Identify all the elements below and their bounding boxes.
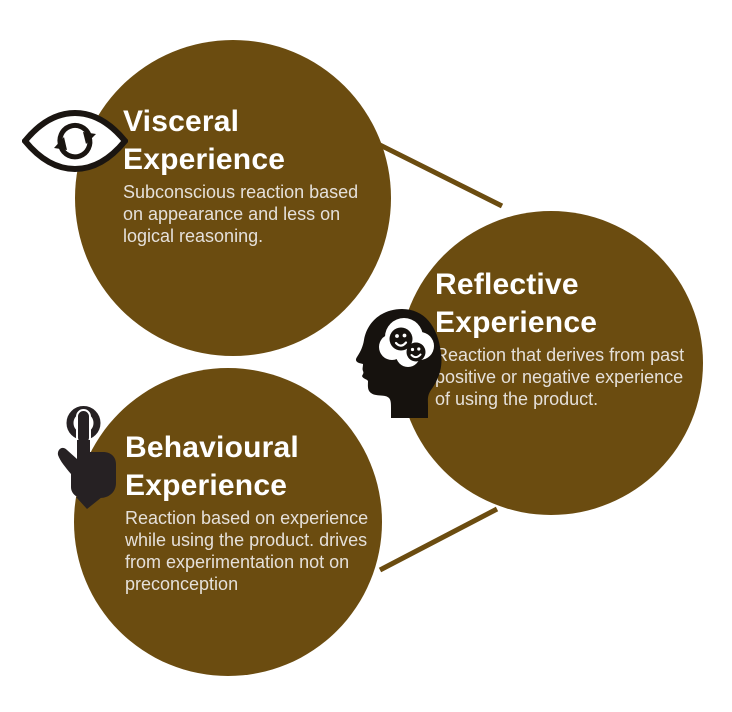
reflective-title: Reflective Experience	[435, 268, 598, 339]
visceral-circle: Visceral Experience Subconscious reactio…	[75, 40, 391, 356]
visceral-text-block: Visceral Experience Subconscious reactio…	[123, 103, 358, 247]
behavioural-title: Behavioural Experience	[125, 431, 299, 502]
head-emotions-icon	[355, 309, 442, 418]
eye-refresh-icon	[22, 110, 128, 172]
refresh-arrows	[57, 122, 93, 160]
connector-reflective-behavioural	[378, 506, 499, 573]
refresh-arrowhead-right	[83, 132, 96, 144]
reflective-description: Reaction that derives from past positive…	[435, 345, 685, 409]
visceral-title: Visceral Experience	[123, 105, 286, 176]
tap-hand-icon	[57, 406, 116, 509]
connector-visceral-reflective	[376, 141, 504, 209]
emotion-face-large	[389, 327, 413, 351]
behavioural-circle: Behavioural Experience Reaction based on…	[74, 368, 382, 676]
visceral-description: Subconscious reaction based on appearanc…	[123, 182, 359, 246]
reflective-circle: Reflective Experience Reaction that deri…	[399, 211, 703, 515]
behavioural-text-block: Behavioural Experience Reaction based on…	[125, 429, 368, 595]
wrist-wedge	[76, 497, 102, 509]
reflective-text-block: Reflective Experience Reaction that deri…	[435, 266, 684, 410]
hand-fist	[57, 440, 116, 498]
refresh-arrowhead-left	[54, 137, 67, 150]
emotion-face-small	[406, 342, 426, 362]
finger-tip	[76, 409, 91, 445]
eye-outline	[22, 110, 128, 172]
behavioural-description: Reaction based on experience while using…	[125, 508, 369, 594]
